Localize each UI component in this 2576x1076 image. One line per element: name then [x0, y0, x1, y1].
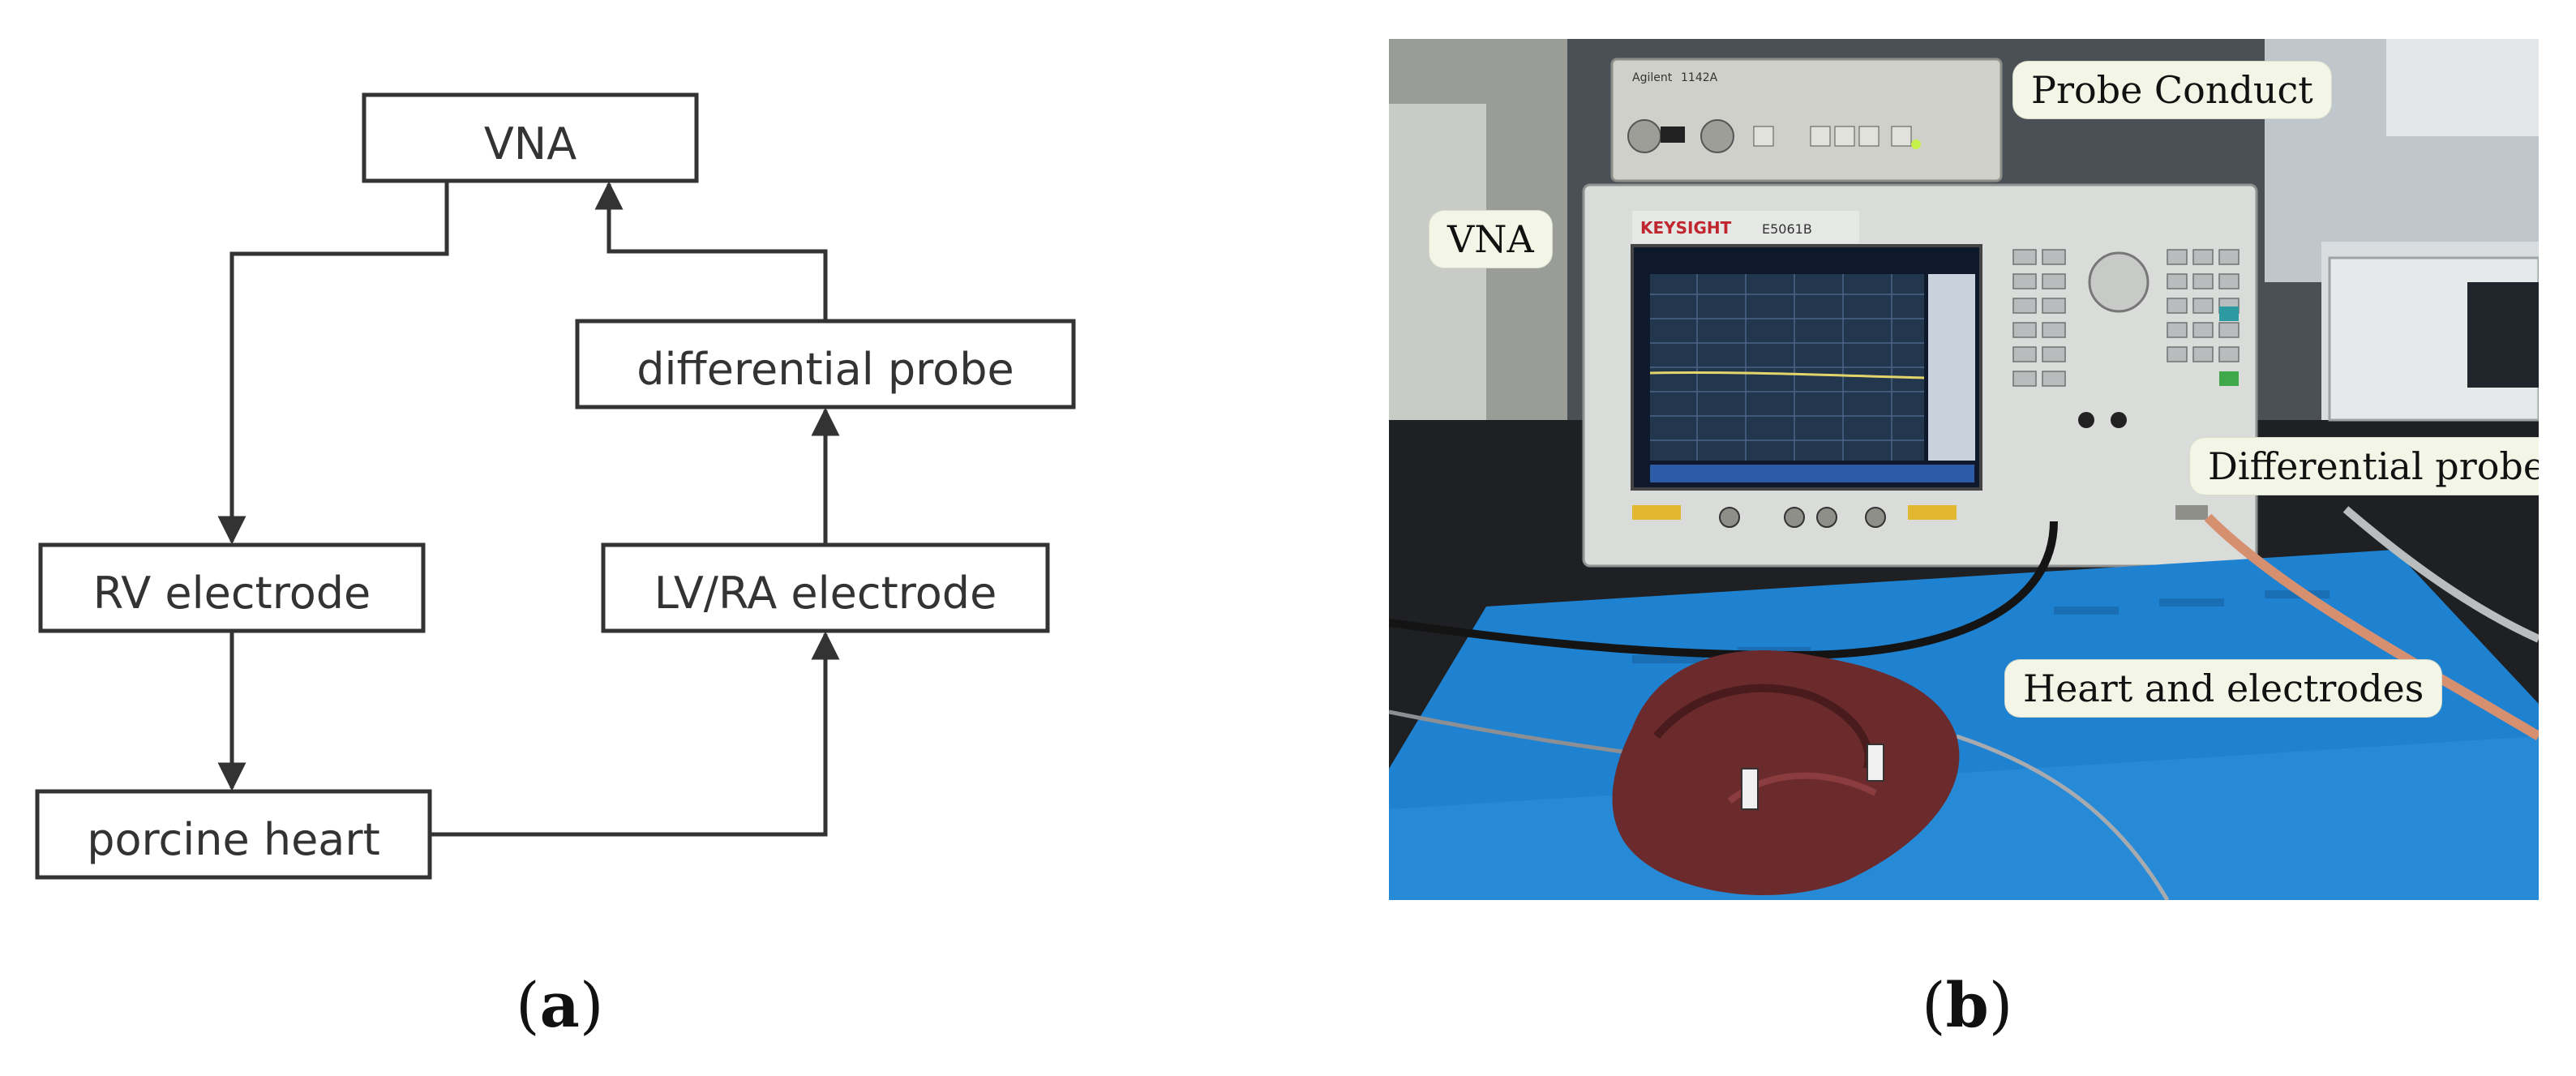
panel-label-a: (a) [516, 969, 604, 1041]
arrow-probe-to-vna [594, 181, 828, 319]
panel-label-b: (b) [1922, 969, 2013, 1041]
differential-probe-block: differential probe [575, 319, 1076, 409]
callout-probe-conduct: Probe Conduct [2013, 62, 2331, 118]
rv-electrode-block: RV electrode [38, 542, 426, 633]
svg-text:E5061B: E5061B [1762, 221, 1812, 237]
svg-text:Agilent: Agilent [1632, 71, 1673, 84]
svg-text:RV electrode: RV electrode [93, 568, 371, 619]
callout-vna: VNA [1429, 211, 1552, 268]
svg-text:VNA: VNA [484, 118, 576, 169]
arrow-heart-to-lvra [431, 631, 840, 837]
block-diagram: VNA differential probe RV electrode LV/R… [35, 92, 1076, 880]
svg-text:porcine heart: porcine heart [87, 814, 380, 865]
probe-control-module: Agilent 1142A [1610, 58, 2003, 182]
callout-differential-probe: Differential probe [2190, 438, 2539, 495]
arrow-vna-to-rv [217, 182, 449, 545]
svg-text:1142A: 1142A [1681, 71, 1718, 84]
svg-text:KEYSIGHT: KEYSIGHT [1640, 218, 1732, 238]
svg-text:differential probe: differential probe [636, 344, 1014, 395]
porcine-heart-specimen [1612, 650, 1960, 895]
porcine-heart-block: porcine heart [35, 789, 432, 880]
lv-ra-electrode-block: LV/RA electrode [601, 542, 1050, 633]
vna-block: VNA [362, 92, 699, 183]
svg-text:LV/RA electrode: LV/RA electrode [654, 568, 997, 619]
vna-instrument: KEYSIGHT E5061B [1582, 183, 2258, 568]
setup-photo: Agilent 1142A KEYSIGHT E5061B [1389, 39, 2539, 900]
callout-heart-and-electrodes: Heart and electrodes [2005, 660, 2442, 717]
